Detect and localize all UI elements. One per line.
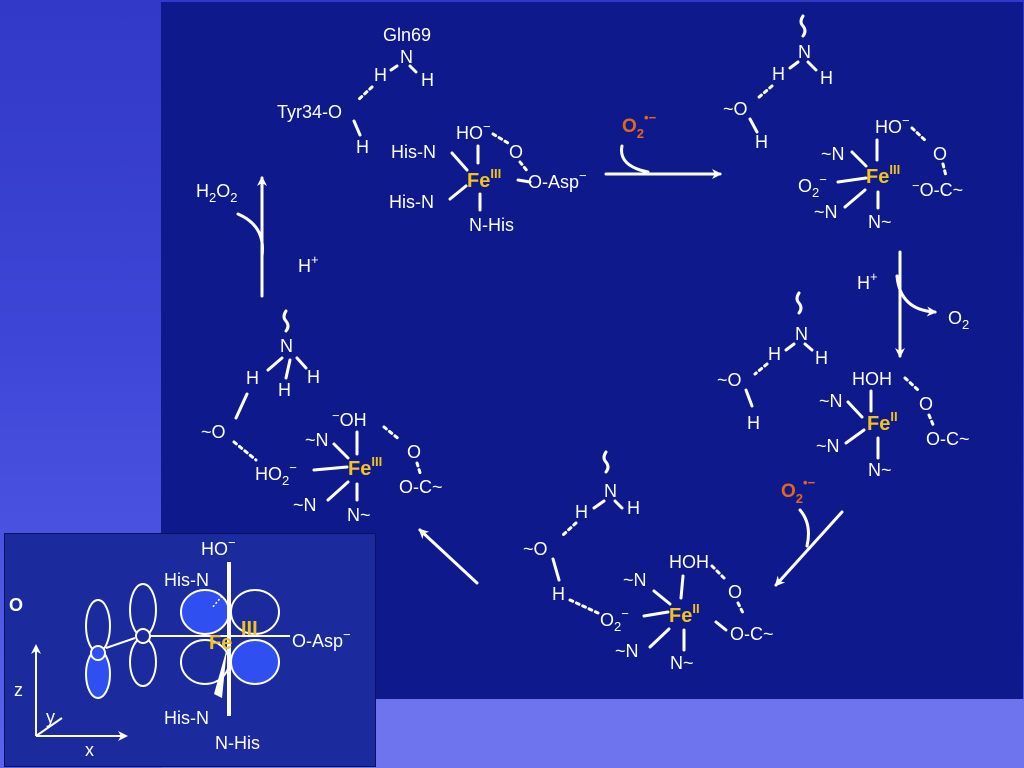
superoxide-orbital-left	[85, 599, 111, 699]
s5-gln-n: N	[280, 336, 293, 356]
s4-n3: N~	[670, 653, 694, 673]
hydrogen-peroxide-product: H2O2	[196, 181, 237, 205]
hydroxide-label: HO−	[456, 119, 491, 143]
iron-center: FeIII	[467, 166, 501, 192]
reduced-superoxide-state: N H H ~O H O2− HOH O ~N ~N FeII O-C~	[523, 450, 774, 673]
s2-carboxylate: −O-C~	[912, 178, 963, 200]
s4-iron: FeII	[669, 601, 700, 627]
s2-tyr-h: H	[755, 132, 768, 152]
s4-carboxylate: O-C~	[730, 624, 774, 644]
inset-hydroxide: HO−	[201, 535, 236, 559]
s4-gln-h1: H	[575, 502, 588, 522]
orbital-diagram: O HO−	[9, 535, 351, 760]
n-his-label: N-His	[469, 215, 514, 235]
s4-tyr-h: H	[552, 584, 565, 604]
s5-hydroxide: −OH	[332, 408, 367, 430]
s3-n2: ~N	[816, 436, 840, 456]
wedge-bond	[214, 648, 227, 698]
s4-n2: ~N	[615, 641, 639, 661]
s4-tyr-o: ~O	[523, 539, 548, 559]
superoxide-orbital-right	[129, 583, 157, 687]
tyr-h: H	[356, 137, 369, 157]
step-arrow-electron-transfer	[418, 528, 479, 585]
step-arrow-o2-release: H+ O2	[857, 250, 969, 358]
inset-o-asp: O-Asp−	[292, 627, 351, 651]
proton-reagent-1: H+	[857, 269, 878, 293]
s5-iron: FeIII	[348, 454, 382, 480]
s5-n2: ~N	[293, 495, 317, 515]
orbital-inset	[4, 533, 376, 767]
s4-bound-superoxide: O2−	[600, 606, 629, 634]
s5-asp-o: O	[407, 442, 421, 462]
s4-gln-n: N	[604, 481, 617, 501]
s3-n3: N~	[868, 460, 892, 480]
tyr-label: Tyr34-O	[277, 102, 342, 122]
s3-n1: ~N	[819, 391, 843, 411]
dioxygen-product: O2	[948, 308, 969, 332]
gln-h2: H	[421, 70, 434, 90]
s3-gln-h2: H	[815, 348, 828, 368]
superoxide-bound-state: N H H ~O H HO− O ~N O2− ~N FeIII −O-C~ N…	[723, 14, 963, 232]
step-arrow-second-superoxide: O2•−	[774, 475, 844, 587]
s2-bound-superoxide: O2−	[798, 172, 827, 200]
s5-carboxylate: O-C~	[399, 477, 443, 497]
s4-asp-o: O	[728, 582, 742, 602]
gln-h1: H	[374, 65, 387, 85]
s5-gln-h2: H	[278, 380, 291, 400]
s5-hydroperoxide: HO2−	[255, 460, 297, 488]
step-arrow-peroxide-release: H2O2 H+	[196, 176, 319, 298]
s5-gln-h1: H	[246, 368, 259, 388]
s2-gln-h2: H	[820, 68, 833, 88]
s3-tyr-o: ~O	[717, 370, 742, 390]
s3-gln-h1: H	[768, 344, 781, 364]
s2-iron: FeIII	[866, 162, 900, 188]
s2-asp-o: O	[933, 144, 947, 164]
s5-n3: N~	[347, 505, 371, 525]
inset-iron-oxidation: III	[241, 618, 258, 640]
s5-gln-h3: H	[307, 367, 320, 387]
s4-n1: ~N	[623, 570, 647, 590]
s2-tyr-o: ~O	[723, 99, 748, 119]
s3-gln-n: N	[795, 324, 808, 344]
s5-tyr-o: ~O	[201, 422, 226, 442]
his-n-1: His-N	[391, 142, 436, 162]
reduced-state: N H H ~O H HOH O ~N ~N FeII O-C~ N~	[717, 291, 970, 480]
gln-n: N	[400, 47, 413, 67]
inset-his-n-bottom: His-N	[164, 708, 209, 728]
gln-label: Gln69	[383, 25, 431, 45]
s2-gln-h1: H	[772, 64, 785, 84]
s3-carboxylate: O-C~	[926, 429, 970, 449]
s2-gln-n: N	[798, 42, 811, 62]
axis-y-label: y	[46, 707, 55, 727]
resting-state: Gln69 N H H Tyr34-O H HO− O His-N His-N …	[277, 25, 587, 235]
s3-iron: FeII	[867, 409, 898, 435]
s2-n3: N~	[868, 212, 892, 232]
hydroperoxide-state: N H H H ~O HO2− −OH O ~N ~N FeIII O-C~ N…	[201, 309, 443, 525]
s2-hydroxide: HO−	[875, 113, 910, 137]
his-n-2: His-N	[389, 192, 434, 212]
inset-his-n-top: His-N	[164, 570, 209, 590]
inset-o-label: O	[9, 595, 23, 615]
coordinate-axes: z y x	[14, 644, 128, 760]
s3-tyr-h: H	[747, 413, 760, 433]
superoxide-reagent-2: O2•−	[781, 475, 816, 506]
s2-n2: ~N	[814, 202, 838, 222]
proton-reagent-2: H+	[298, 252, 319, 276]
axis-z-label: z	[14, 680, 23, 700]
asp-o: O	[509, 142, 523, 162]
s3-water: HOH	[852, 369, 892, 389]
inset-iron: Fe	[209, 632, 232, 654]
s3-asp-o: O	[919, 394, 933, 414]
axis-x-label: x	[85, 740, 94, 760]
s4-water: HOH	[669, 552, 709, 572]
inset-n-his: N-His	[215, 733, 260, 753]
s5-n1: ~N	[305, 430, 329, 450]
s2-n1: ~N	[821, 144, 845, 164]
superoxide-reagent-1: O2•−	[622, 110, 657, 141]
step-arrow-superoxide-binding: O2•−	[604, 110, 722, 179]
o-asp-label: O-Asp−	[528, 168, 587, 192]
s4-gln-h2: H	[627, 498, 640, 518]
